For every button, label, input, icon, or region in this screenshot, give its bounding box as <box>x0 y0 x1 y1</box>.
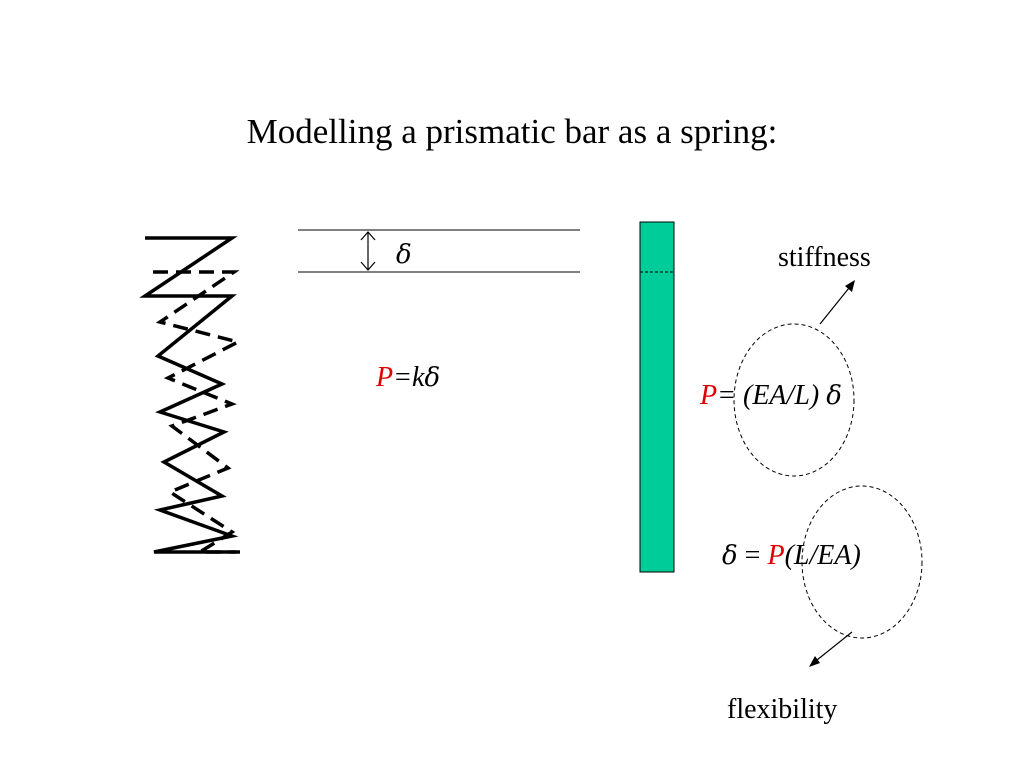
flexibility-equation: δ = P(L/EA) <box>722 540 861 572</box>
spring-equation-delta: δ <box>424 363 441 393</box>
slide-title: Modelling a prismatic bar as a spring: <box>246 112 778 151</box>
delta-double-arrow <box>360 231 376 271</box>
stiffness-equation-p: P <box>700 380 718 411</box>
flexibility-label: flexibility <box>727 694 838 725</box>
stiffness-ellipse <box>733 323 855 477</box>
spring-solid <box>139 236 239 554</box>
spring-dashed <box>153 270 243 554</box>
flexibility-ellipse <box>801 485 923 639</box>
spring-equation: P=kδ <box>376 362 440 394</box>
stiffness-equation: P= (EA/L) δ <box>700 380 842 412</box>
spring-equation-p: P <box>376 362 394 393</box>
flexibility-equation-eq: = <box>737 540 768 571</box>
prismatic-bar-deformed-outline <box>639 271 675 573</box>
flexibility-equation-rest: (L/EA) <box>784 540 861 571</box>
stiffness-equation-rest: = (EA/L) <box>717 380 827 411</box>
stiffness-arrow <box>819 280 855 325</box>
delta-label: δ <box>396 240 412 270</box>
flexibility-arrow <box>809 631 853 667</box>
stiffness-equation-delta: δ <box>826 381 842 411</box>
prismatic-bar <box>639 221 675 573</box>
stiffness-label: stiffness <box>778 242 871 273</box>
flexibility-equation-delta: δ <box>722 541 738 571</box>
flexibility-equation-p: P <box>767 540 785 571</box>
spring-equation-rest: =k <box>393 362 425 393</box>
